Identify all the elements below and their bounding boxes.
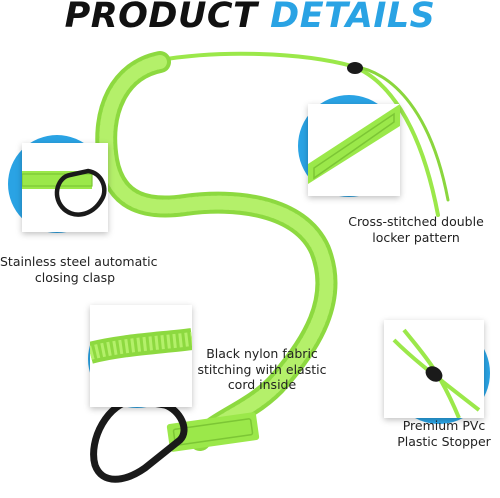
caption-elastic-line1: Black nylon fabric [206, 346, 318, 361]
caption-elastic-line3: cord inside [227, 377, 297, 392]
caption-stitch: Cross-stitched double locker pattern [332, 214, 500, 245]
caption-clasp-line2: closing clasp [34, 269, 116, 285]
card-stitch-closeup [308, 104, 400, 196]
card-elastic-closeup [90, 305, 192, 407]
cross-stitch-webbing-closeup-icon [308, 104, 400, 184]
caption-stopper-line1: Premium PVc [402, 418, 486, 433]
carabiner-clasp-closeup-icon [22, 168, 107, 217]
caption-clasp-line1: Stainless steel automatic [0, 254, 158, 269]
caption-clasp: Stainless steel automatic closing clasp [0, 254, 158, 285]
caption-elastic-line2: stitching with elastic [197, 361, 327, 377]
caption-stopper: Premium PVc Plastic Stopper [388, 418, 500, 449]
caption-elastic: Black nylon fabric stitching with elasti… [196, 346, 328, 393]
title-part-details: DETAILS [270, 0, 436, 36]
caption-stitch-line1: Cross-stitched double [348, 214, 484, 229]
card-clasp-closeup [22, 143, 108, 232]
caption-stitch-line2: locker pattern [372, 229, 460, 245]
elastic-coil-closeup-icon [90, 328, 192, 364]
bottom-carabiner-icon [90, 396, 188, 483]
page-title: PRODUCT DETAILS [0, 0, 500, 36]
top-stopper-icon [347, 62, 363, 74]
caption-stopper-line2: Plastic Stopper [397, 433, 491, 449]
title-part-product: PRODUCT [64, 0, 258, 36]
cord-stopper-closeup-icon [392, 328, 481, 418]
card-stopper-closeup [384, 320, 484, 418]
